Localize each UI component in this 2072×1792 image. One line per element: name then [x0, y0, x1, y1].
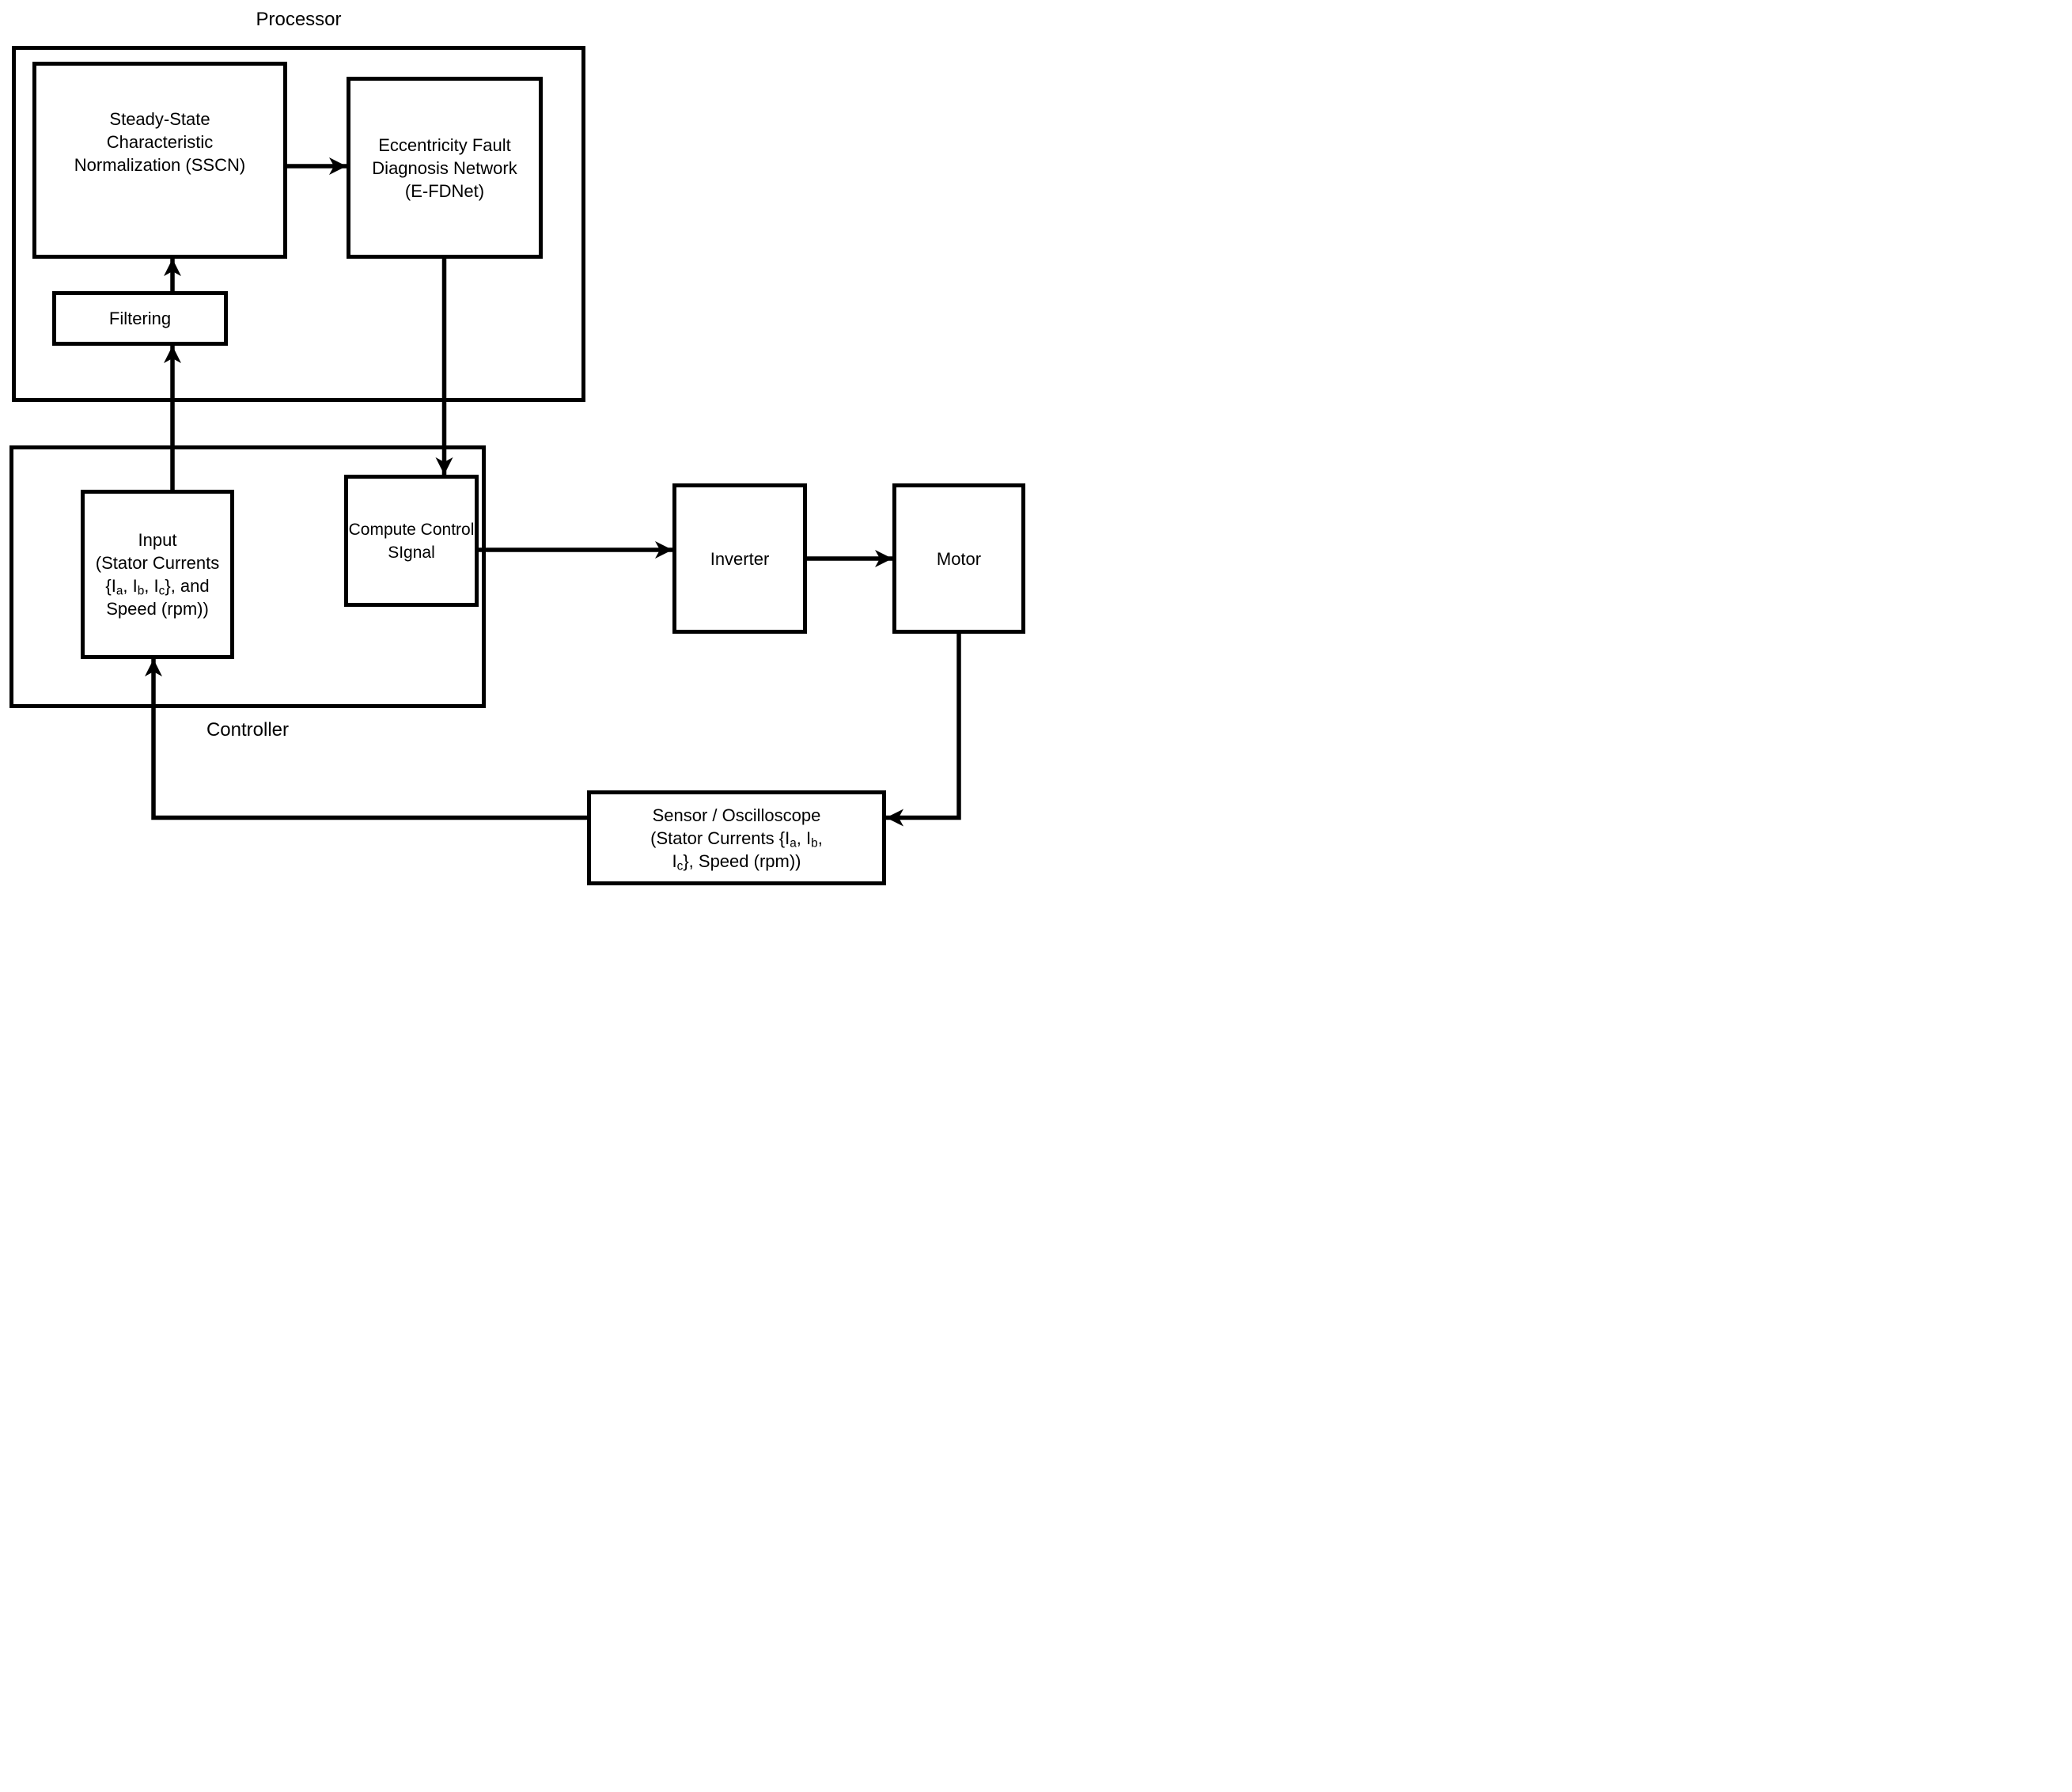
text-run: Speed (rpm))	[106, 599, 209, 619]
text-run: , I	[123, 576, 138, 596]
subscript-text: a	[116, 584, 123, 598]
node-filtering: Filtering	[52, 291, 228, 346]
subscript-text: b	[137, 584, 145, 598]
text-run: Diagnosis Network	[372, 157, 517, 178]
node-text-line: Compute Control	[349, 518, 475, 541]
edge-motor-to-sensor	[886, 634, 961, 827]
processor-group-box	[12, 46, 585, 402]
text-run: (E-FDNet)	[404, 180, 485, 201]
processor-group-label: Processor	[256, 9, 342, 30]
text-run: Normalization (SSCN)	[74, 155, 246, 175]
text-run: Motor	[936, 548, 982, 569]
text-run: Eccentricity Fault	[378, 134, 511, 155]
node-text-line: Diagnosis Network	[372, 157, 517, 180]
node-text-line: Input	[138, 529, 177, 551]
text-run: SIgnal	[388, 543, 435, 562]
subscript-text: c	[676, 858, 684, 873]
node-motor: Motor	[892, 483, 1025, 634]
subscript-text: a	[790, 835, 797, 850]
node-text-line: Sensor / Oscilloscope	[653, 804, 821, 827]
node-text-line: Speed (rpm))	[106, 597, 209, 620]
text-run: (Stator Currents	[95, 553, 220, 573]
text-run: , I	[796, 828, 812, 848]
node-text-line: Motor	[937, 547, 981, 570]
node-text-line: SIgnal	[388, 541, 435, 564]
node-text-line: (E-FDNet)	[405, 180, 484, 203]
subscript-text: b	[811, 835, 818, 850]
text-run: I	[672, 851, 677, 871]
text-run: Characteristic	[106, 132, 214, 152]
node-text-line: {Ia, Ib, Ic}, and	[105, 574, 209, 597]
text-run: Steady-State	[109, 109, 210, 129]
text-run: Sensor / Oscilloscope	[652, 805, 821, 825]
node-text-line: Filtering	[109, 307, 171, 330]
node-text-line: Ic}, Speed (rpm))	[672, 850, 801, 873]
text-run: (Stator Currents {I	[650, 828, 790, 848]
text-run: Filtering	[108, 309, 172, 328]
text-run: {I	[105, 576, 116, 596]
node-sensor-oscilloscope: Sensor / Oscilloscope(Stator Currents {I…	[587, 790, 886, 885]
node-text-line: Inverter	[710, 547, 770, 570]
controller-group-label: Controller	[206, 719, 290, 741]
text-run: }, Speed (rpm))	[683, 851, 801, 871]
text-run: , I	[144, 576, 159, 596]
subscript-text: c	[158, 584, 165, 598]
text-run: Input	[138, 530, 177, 550]
node-text-line: (Stator Currents {Ia, Ib,	[650, 827, 823, 850]
node-text-line: Eccentricity Fault	[378, 134, 511, 157]
node-text-line: Characteristic	[107, 131, 213, 153]
node-text-line: Normalization (SSCN)	[74, 153, 245, 176]
node-text-line: (Stator Currents	[96, 551, 220, 574]
text-run: Compute Control	[348, 520, 475, 539]
node-text-line: Steady-State	[109, 108, 210, 131]
text-run: }, and	[165, 576, 210, 596]
node-inverter: Inverter	[672, 483, 807, 634]
text-run: Inverter	[710, 548, 770, 569]
text-run: ,	[817, 828, 823, 848]
